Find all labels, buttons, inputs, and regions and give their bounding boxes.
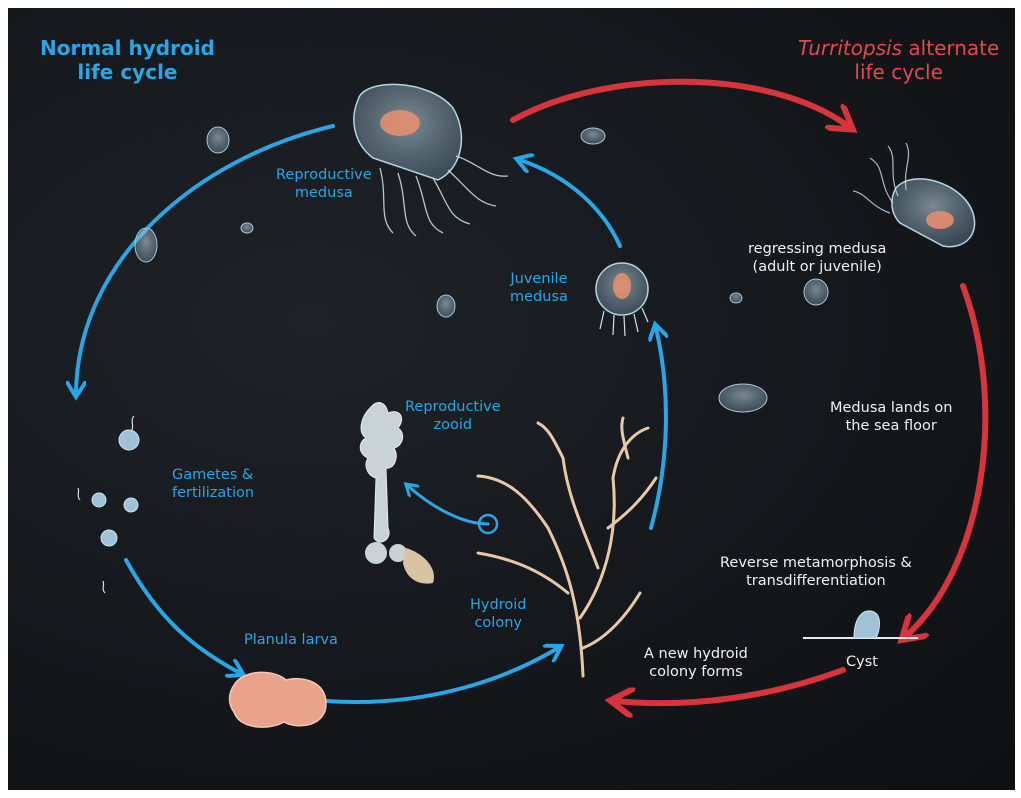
- new-colony-label: A new hydroid colony forms: [644, 645, 748, 681]
- label-line: transdifferentiation: [720, 572, 912, 590]
- arrow-regressing-to-cyst: [906, 286, 985, 636]
- alternate-title-line-1: Turritopsis alternate: [798, 36, 999, 60]
- cyst-icon: [803, 611, 918, 638]
- juvenile-medusa-label: Juvenile medusa: [510, 270, 568, 306]
- background-jellyfish: [135, 127, 828, 412]
- arrow-colony-to-zooid: [408, 486, 488, 524]
- label-line: Reverse metamorphosis &: [720, 554, 912, 572]
- arrow-medusa-to-regressing: [513, 82, 848, 126]
- label-line: the sea floor: [830, 417, 952, 435]
- label-line: medusa: [276, 184, 372, 202]
- hydroid-colony-label: Hydroid colony: [470, 596, 526, 632]
- label-line: fertilization: [172, 484, 254, 502]
- label-line: Hydroid: [470, 596, 526, 614]
- label-line: (adult or juvenile): [748, 258, 886, 276]
- regressing-medusa-icon: [853, 143, 975, 247]
- label-line: colony: [470, 614, 526, 632]
- hydroid-colony-icon: [478, 418, 656, 676]
- normal-title-line-1: Normal hydroid: [40, 36, 215, 60]
- alternate-cycle-title: Turritopsis alternate life cycle: [798, 36, 999, 84]
- label-line: A new hydroid: [644, 645, 748, 663]
- label-line: Gametes &: [172, 466, 254, 484]
- label-line: Reproductive: [276, 166, 372, 184]
- reverse-metamorphosis-label: Reverse metamorphosis & transdifferentia…: [720, 554, 912, 590]
- normal-title-line-2: life cycle: [40, 60, 215, 84]
- reproductive-medusa-label: Reproductive medusa: [276, 166, 372, 202]
- gametes-label: Gametes & fertilization: [172, 466, 254, 502]
- cyst-label: Cyst: [846, 653, 878, 671]
- medusa-lands-label: Medusa lands on the sea floor: [830, 399, 952, 435]
- arrow-larva-to-colony: [326, 648, 558, 702]
- normal-cycle-title: Normal hydroid life cycle: [40, 36, 215, 84]
- arrow-gametes-to-larva: [126, 560, 240, 673]
- label-line: Juvenile: [510, 270, 568, 288]
- regressing-medusa-label: regressing medusa (adult or juvenile): [748, 240, 886, 276]
- label-line: colony forms: [644, 663, 748, 681]
- label-line: zooid: [405, 416, 501, 434]
- juvenile-medusa-icon: [596, 263, 648, 336]
- alternate-title-rest: alternate: [902, 36, 999, 60]
- label-line: medusa: [510, 288, 568, 306]
- reproductive-medusa-icon: [354, 84, 508, 236]
- arrow-colony-to-juvenile: [651, 328, 666, 528]
- label-line: regressing medusa: [748, 240, 886, 258]
- diagram-canvas: Normal hydroid life cycle Turritopsis al…: [8, 8, 1015, 790]
- arrow-juvenile-to-medusa: [520, 160, 620, 246]
- planula-larva-label: Planula larva: [244, 631, 338, 649]
- label-line: Medusa lands on: [830, 399, 952, 417]
- reproductive-zooid-label: Reproductive zooid: [405, 398, 501, 434]
- label-line: Reproductive: [405, 398, 501, 416]
- alternate-title-line-2: life cycle: [798, 60, 999, 84]
- alternate-title-species: Turritopsis: [798, 36, 902, 60]
- planula-larva-icon: [230, 672, 327, 727]
